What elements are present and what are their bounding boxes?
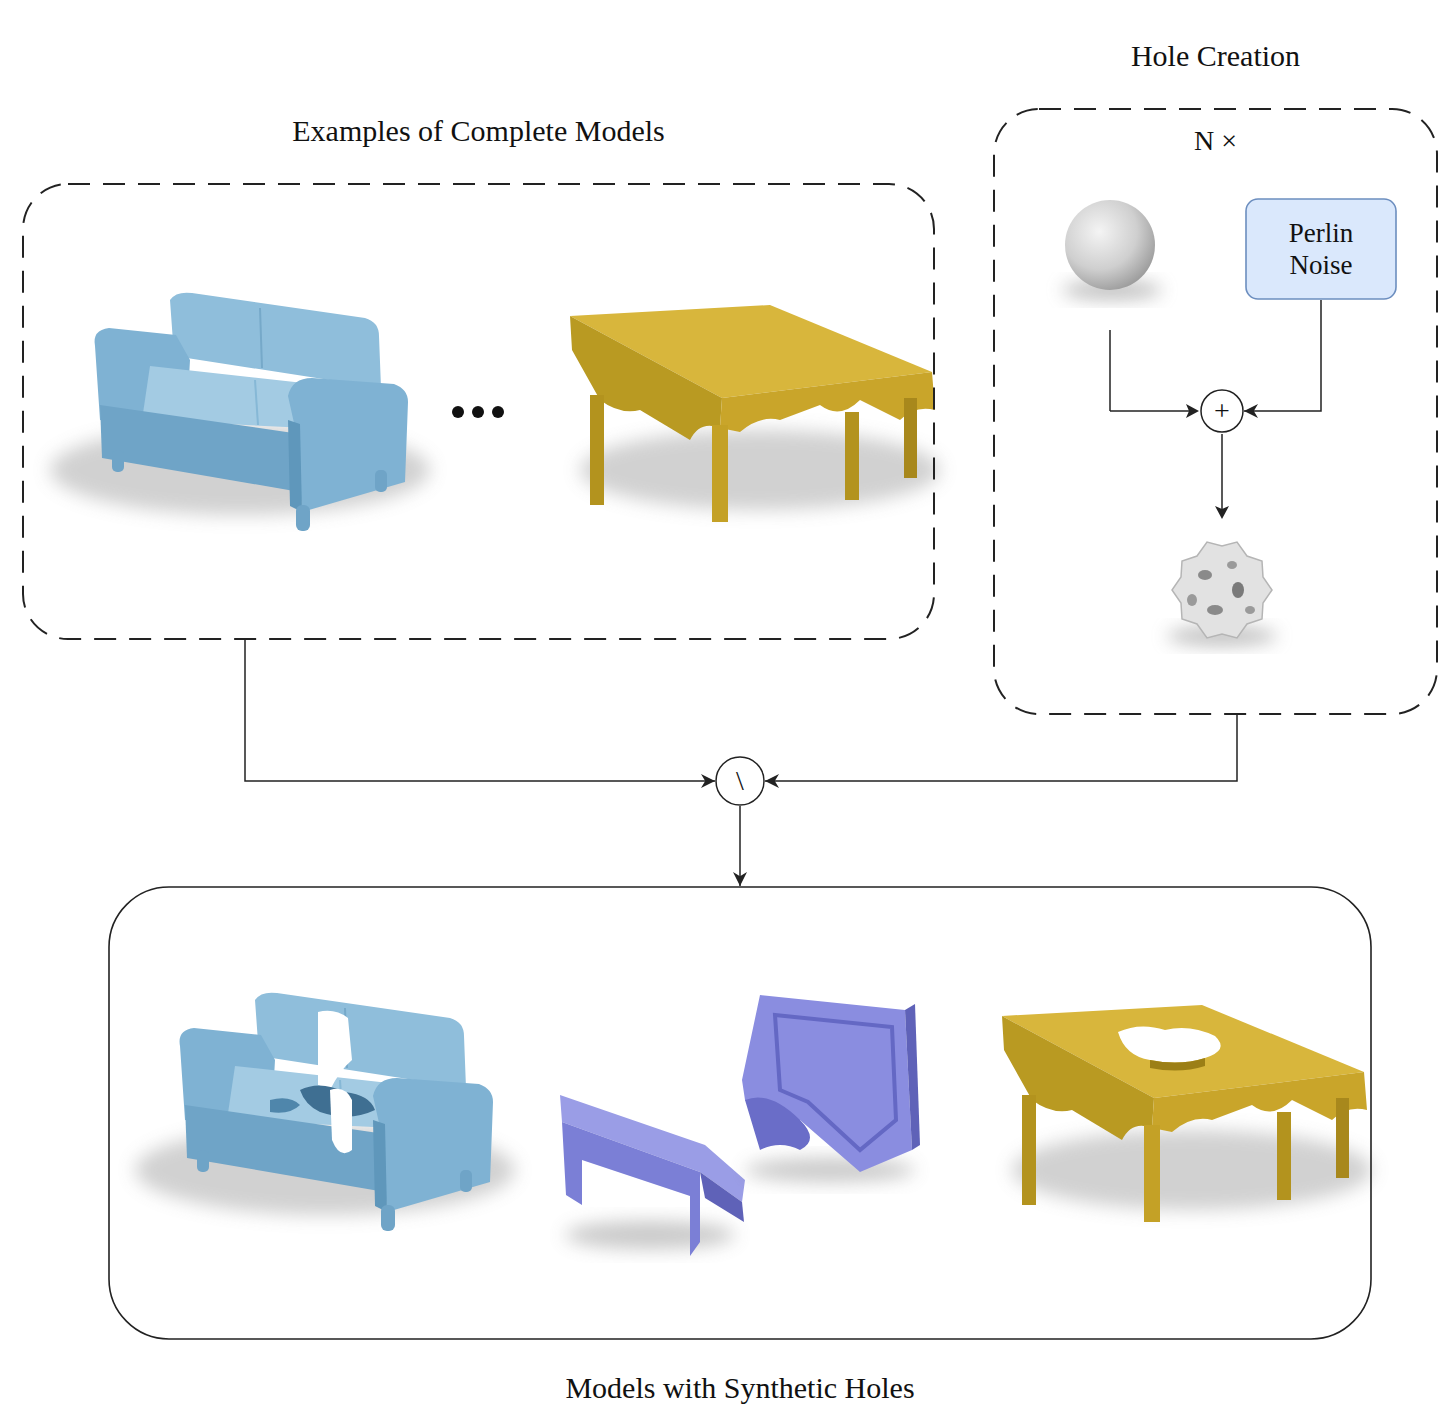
flow-arrow [765, 715, 1237, 781]
box-outline [108, 886, 1372, 1340]
sofa-model [50, 293, 430, 531]
flow-arrow [245, 640, 715, 781]
output-box: Models with Synthetic Holes [108, 886, 1372, 1340]
sphere-lead [1110, 410, 1193, 412]
sphere-model [1062, 200, 1162, 299]
ellipsis-dots [452, 406, 504, 418]
arrow-head [1186, 404, 1199, 418]
group-heading: Examples of Complete Models [0, 113, 1135, 149]
flow-arrow [739, 806, 741, 886]
dashed-group-box: Examples of Complete Models [22, 183, 935, 640]
repeat-label: N × [993, 124, 1438, 158]
holed-table-model [1002, 1005, 1372, 1222]
holed-bench-model [560, 995, 920, 1256]
noisy-blob [1167, 542, 1277, 645]
operator-circle: \ [715, 756, 765, 806]
holed-sofa-model [135, 993, 515, 1231]
box-outline [23, 184, 934, 639]
process-box: Perlin Noise [1245, 198, 1397, 300]
circle-outline [716, 757, 764, 805]
group-heading: Hole Creation [793, 38, 1443, 74]
box-outline [109, 887, 1371, 1339]
box-outline [1246, 199, 1396, 299]
flow-arrow [1244, 300, 1321, 411]
sphere-lead [1109, 330, 1111, 411]
dashed-group-box: Perlin Noise+Hole CreationN × [993, 108, 1438, 715]
table-model [570, 305, 940, 522]
operator-circle: + [1200, 389, 1244, 433]
box-outline [22, 183, 935, 640]
box-outline [994, 109, 1437, 714]
blob-lead [1221, 434, 1223, 512]
circle-outline [1201, 390, 1243, 432]
group-heading: Models with Synthetic Holes [0, 1370, 1443, 1406]
arrow-head [1215, 506, 1229, 519]
node-label: + [1214, 394, 1230, 428]
node-label: \ [736, 764, 744, 798]
box-outline [1245, 198, 1397, 300]
node-label: Perlin Noise [1269, 217, 1374, 282]
